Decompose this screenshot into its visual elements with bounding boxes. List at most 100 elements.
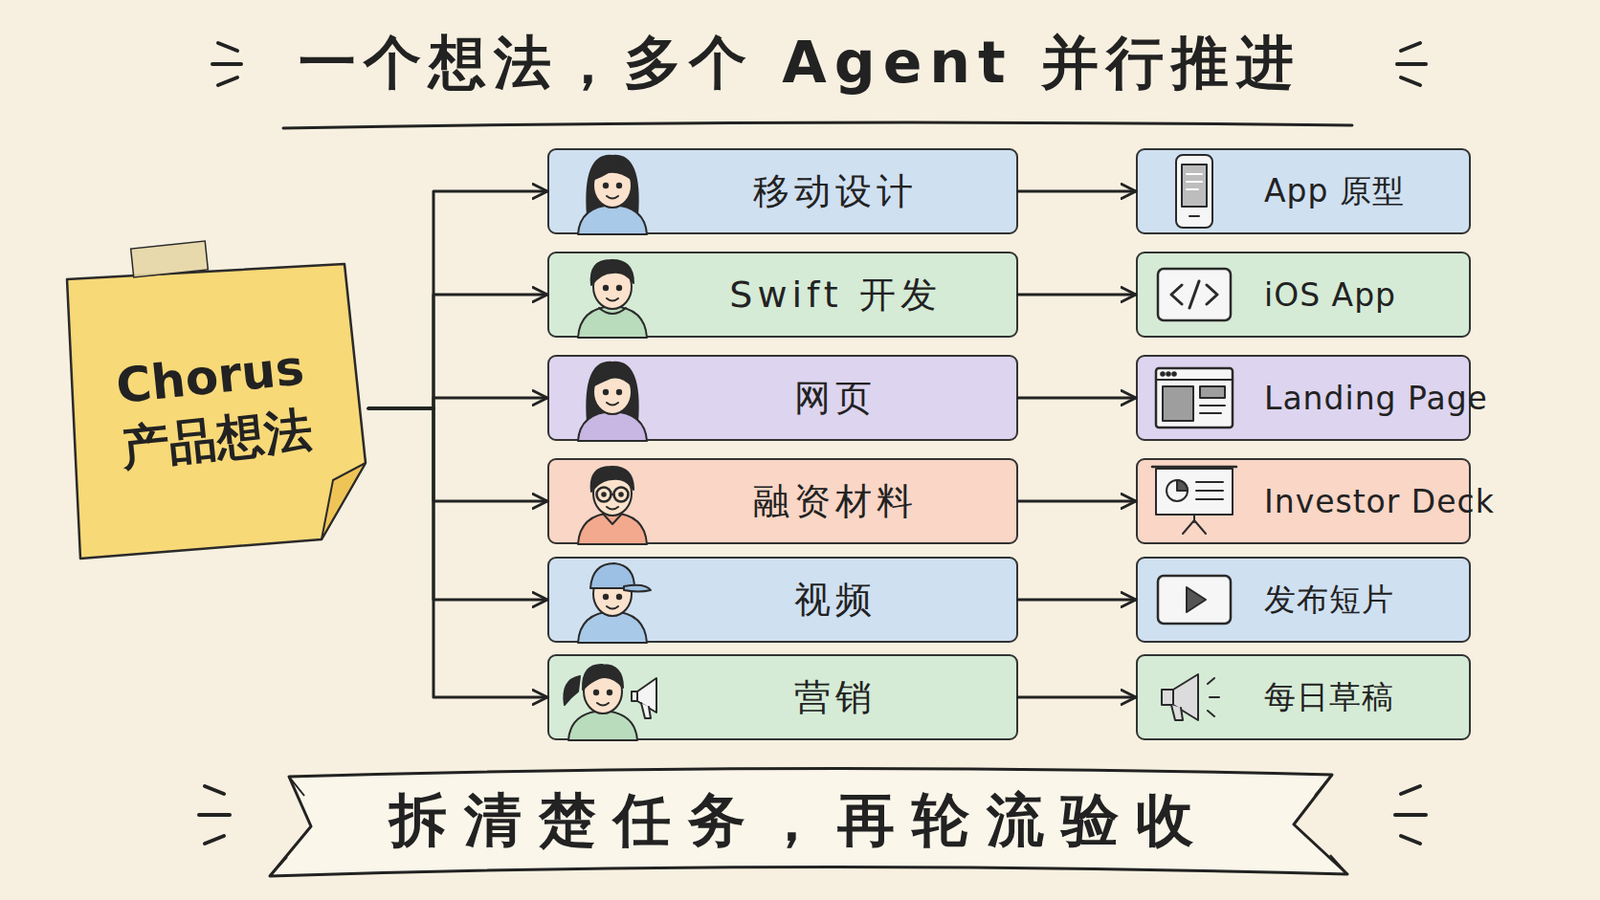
presentation-icon-part	[1182, 514, 1206, 534]
caption-marks-part	[204, 786, 224, 795]
person-avatar-part	[577, 512, 647, 545]
person-avatar-part	[617, 286, 622, 290]
flow-arrow	[368, 191, 548, 409]
person-avatar-part	[586, 155, 638, 217]
browser-icon-part	[1200, 405, 1225, 414]
output-label: App 原型	[1264, 170, 1405, 214]
presentation-icon-part	[1166, 480, 1188, 502]
person-avatar	[577, 563, 651, 644]
output-label: 发布短片	[1264, 578, 1395, 623]
person-avatar-part	[593, 163, 632, 208]
caption-marks-part	[1400, 786, 1421, 795]
person-avatar-part	[568, 711, 638, 741]
output-box: 发布短片	[1135, 556, 1471, 644]
person-avatar-part	[597, 488, 612, 503]
title-marks-part	[218, 77, 238, 86]
diagram-title: 一个想法，多个 Agent 并行推进	[0, 24, 1600, 103]
flow-arrow	[368, 408, 548, 600]
person-avatar-part	[617, 595, 622, 600]
browser-icon-part	[1166, 372, 1171, 377]
code-icon-part	[1157, 268, 1231, 321]
megaphone-icon	[1161, 674, 1220, 721]
diagram-caption: 拆清楚任务，再轮流验收	[0, 782, 1600, 861]
person-avatar-part	[577, 611, 647, 644]
person-avatar-part	[607, 690, 612, 695]
person-avatar	[577, 260, 647, 338]
person-avatar	[577, 155, 647, 235]
output-box: 每日草稿	[1135, 654, 1471, 741]
person-avatar-part	[563, 676, 580, 706]
person-avatar-part	[582, 665, 623, 690]
flow-arrow	[368, 408, 548, 502]
phone-icon	[1176, 155, 1213, 228]
browser-icon-part	[1200, 386, 1225, 399]
person-avatar-part	[597, 703, 609, 707]
person-avatar-part	[586, 362, 638, 423]
output-box: Landing Page	[1135, 355, 1471, 442]
person-avatar-part	[593, 471, 632, 516]
output-box: iOS App	[1135, 251, 1471, 338]
megaphone-icon-part	[1161, 674, 1199, 721]
person-avatar-part	[602, 513, 623, 525]
person-avatar-part	[641, 703, 651, 719]
caption-marks-part	[1395, 813, 1426, 818]
output-label: Investor Deck	[1264, 483, 1495, 521]
person-avatar-part	[594, 690, 599, 695]
title-marks-part	[212, 62, 242, 67]
note-text: Chorus 产品想法	[87, 333, 338, 483]
person-avatar-part	[593, 572, 632, 617]
presentation-icon-part	[1155, 468, 1233, 515]
video-icon	[1157, 576, 1231, 624]
agent-box: 移动设计	[547, 148, 1019, 235]
sticky-note: Chorus 产品想法	[57, 250, 369, 567]
person-avatar-part	[614, 488, 629, 503]
browser-icon-part	[1160, 372, 1165, 377]
phone-icon-part	[1189, 215, 1200, 218]
code-icon	[1157, 268, 1231, 321]
flow-arrow	[1018, 696, 1136, 700]
megaphone-icon-part	[1172, 689, 1175, 706]
person-avatar-part	[593, 370, 632, 415]
sticky-note-fold	[321, 463, 366, 540]
agent-box: 视频	[547, 556, 1019, 644]
person-avatar-part	[591, 260, 634, 286]
caption-marks-part	[199, 813, 230, 818]
person-avatar-part	[603, 286, 608, 290]
title-marks-part	[1397, 62, 1426, 67]
flow-arrow	[368, 408, 548, 698]
flow-arrow	[1018, 190, 1136, 194]
title-marks-part	[218, 43, 238, 51]
person-avatar-part	[606, 298, 619, 302]
agent-box: 营销	[547, 654, 1019, 741]
person-avatar-part	[606, 606, 619, 610]
person-avatar-part	[590, 563, 635, 589]
sticky-note-paper	[66, 264, 366, 559]
output-label: Landing Page	[1264, 379, 1489, 418]
agent-box: 网页	[547, 355, 1019, 442]
person-avatar-part	[606, 507, 619, 511]
megaphone-icon-part	[1207, 678, 1220, 717]
person-avatar-part	[577, 411, 647, 442]
browser-icon	[1155, 368, 1233, 428]
presentation-icon-part	[1196, 482, 1223, 500]
person-avatar-part	[606, 196, 619, 200]
person-avatar-part	[623, 585, 651, 593]
browser-icon-part	[1172, 372, 1177, 377]
person-avatar-part	[603, 183, 608, 188]
agent-box: 融资材料	[547, 458, 1019, 545]
browser-icon-part	[1162, 386, 1194, 422]
agent-label: 营销	[794, 673, 877, 723]
output-box: Investor Deck	[1135, 458, 1471, 545]
video-icon-part	[1157, 576, 1231, 624]
browser-icon-part	[1155, 378, 1233, 381]
presentation-icon-part	[1152, 466, 1237, 469]
person-avatar-part	[617, 390, 622, 395]
person-avatar-part	[592, 367, 633, 387]
person-avatar	[577, 466, 647, 545]
agent-label: 移动设计	[753, 167, 918, 217]
phone-icon-part	[1181, 164, 1207, 207]
person-avatar-part	[601, 492, 606, 497]
output-label: 每日草稿	[1264, 676, 1395, 720]
person-avatar-part	[611, 493, 615, 496]
